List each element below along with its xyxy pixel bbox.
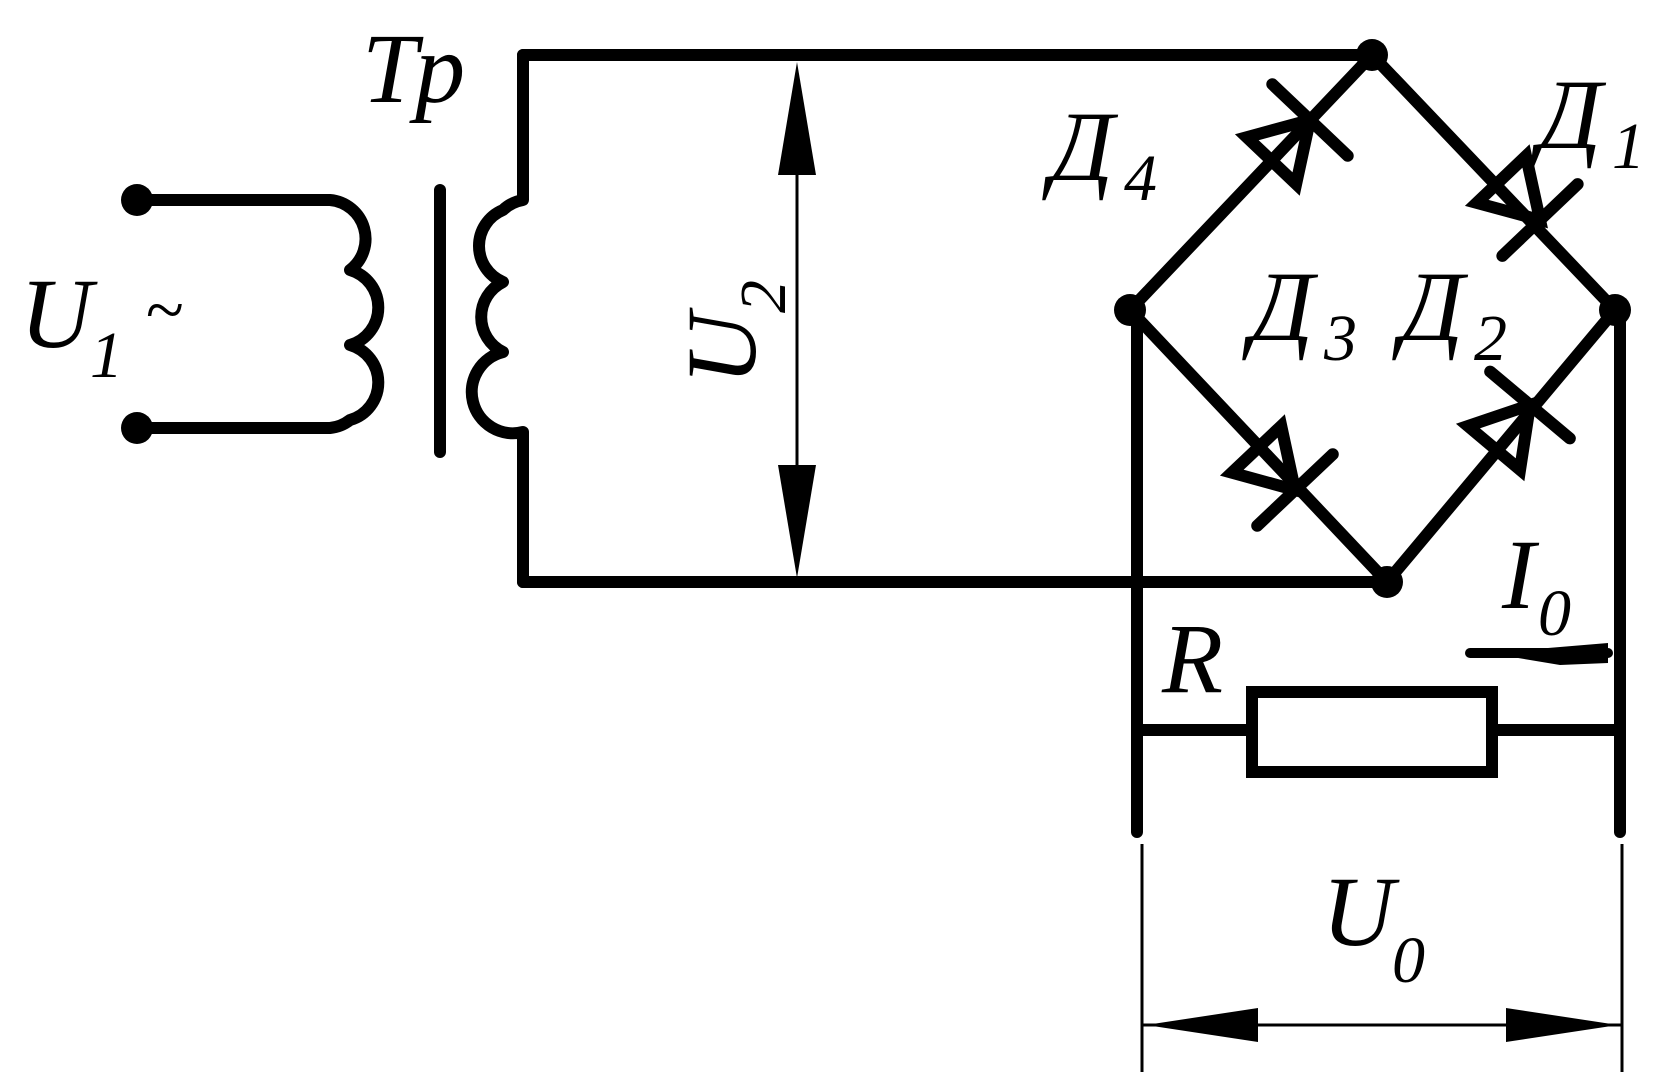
i0-current-arrow: [1465, 643, 1613, 665]
load-resistor: [1246, 686, 1498, 778]
output-voltage-subscript: 0: [1392, 924, 1425, 997]
secondary-voltage-label: U: [666, 307, 777, 385]
diode-d1-label: Д: [1530, 59, 1607, 170]
u2-voltage-arrow: [778, 62, 816, 578]
secondary-winding: [465, 49, 529, 588]
input-terminal-top[interactable]: [121, 184, 153, 216]
bridge-node-top: [1356, 39, 1388, 71]
transformer-label: Тр: [362, 13, 465, 124]
bridge-node-bottom: [1371, 566, 1403, 598]
diode-d3-subscript: 3: [1323, 302, 1357, 375]
input-voltage-label: U: [20, 258, 98, 369]
diode-d4-label: Д: [1042, 91, 1119, 202]
ac-symbol: ~: [145, 272, 183, 349]
load-resistor-label: R: [1161, 603, 1223, 714]
load-current-label: I: [1501, 519, 1540, 630]
diode-d1-subscript: 1: [1612, 110, 1645, 183]
diode-d3-label: Д: [1242, 251, 1319, 362]
u0-voltage-dimension: [1140, 844, 1624, 1072]
secondary-voltage-subscript: 2: [727, 280, 800, 313]
diode-d2-label: Д: [1392, 251, 1469, 362]
diode-d2-subscript: 2: [1474, 302, 1507, 375]
output-voltage-label: U: [1322, 856, 1400, 967]
input-voltage-subscript: 1: [90, 319, 123, 392]
load-current-subscript: 0: [1538, 577, 1571, 650]
input-terminal-bottom[interactable]: [121, 412, 153, 444]
diode-d4-subscript: 4: [1124, 142, 1157, 215]
primary-winding: [131, 194, 385, 434]
